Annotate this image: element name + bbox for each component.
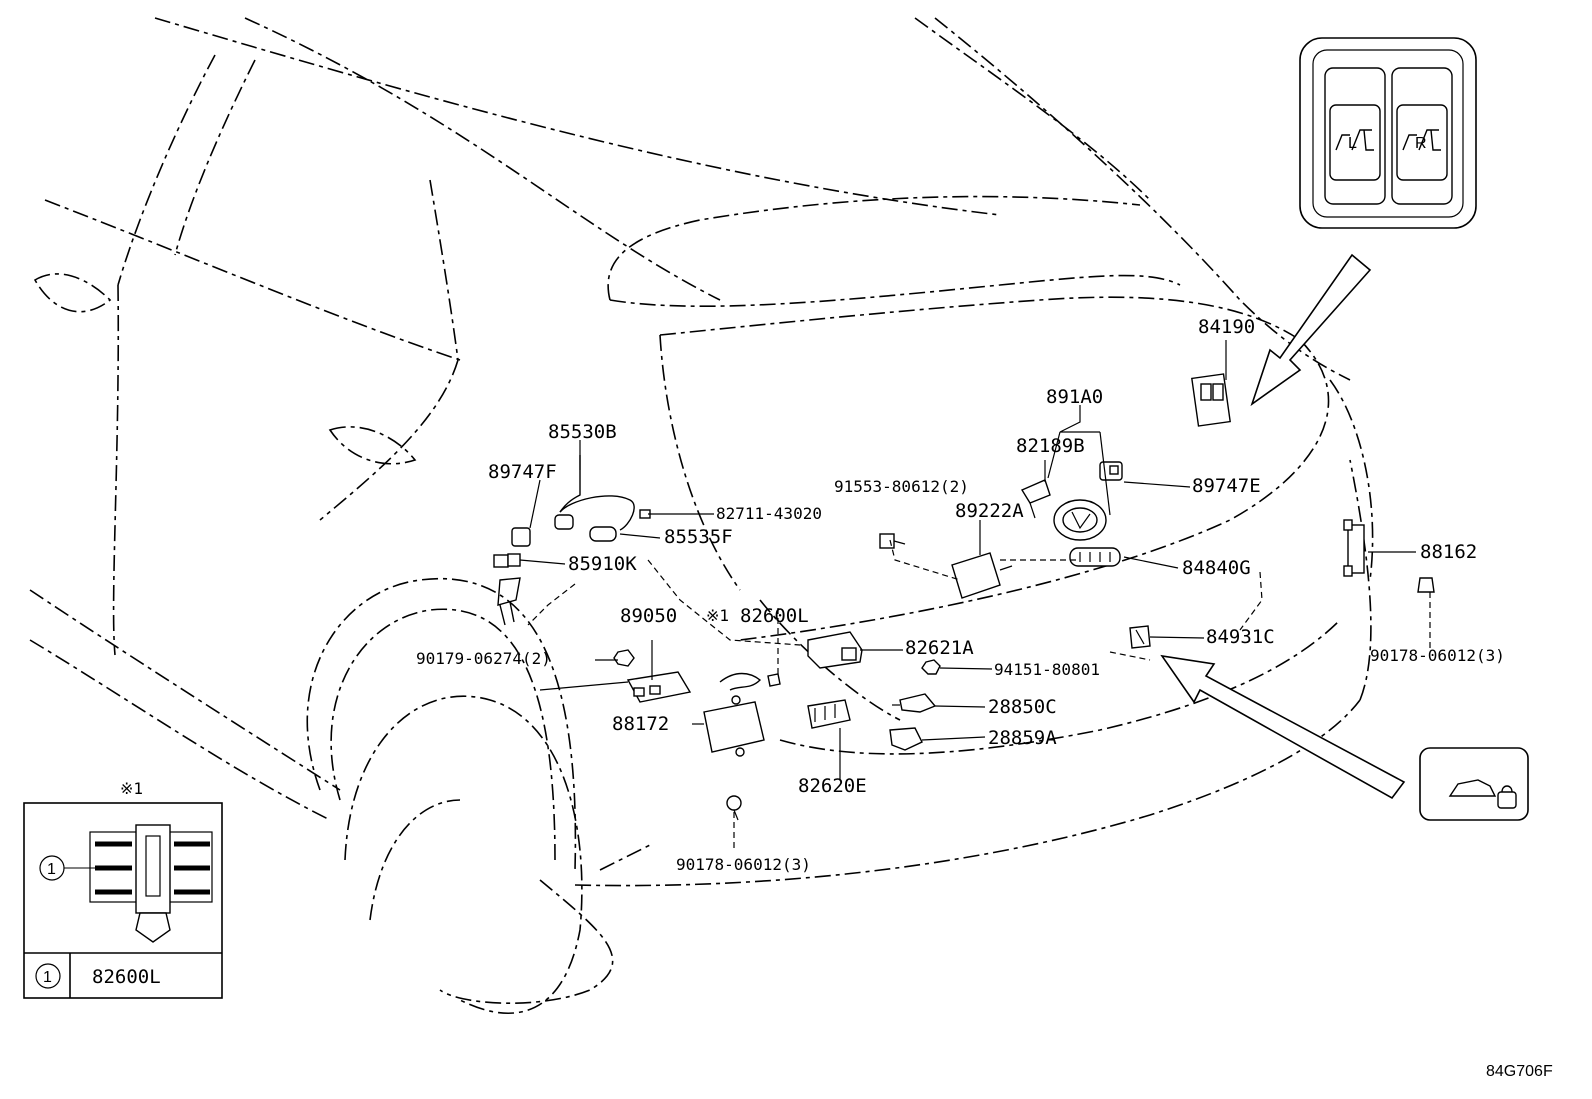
label-89050[interactable]: 89050: [620, 605, 677, 627]
label-85535F[interactable]: 85535F: [664, 526, 733, 548]
seat-fold-right-icon: [1402, 129, 1441, 151]
module-89222A-glyph[interactable]: [951, 552, 1013, 599]
bracket-82189B-glyph[interactable]: [1020, 479, 1051, 519]
label-89747E[interactable]: 89747E: [1192, 475, 1261, 497]
arrow-to-84931C-icon: [1160, 654, 1406, 800]
label-82621A[interactable]: 82621A: [905, 637, 974, 659]
clip-90178-right-glyph[interactable]: [1417, 577, 1435, 593]
clip-82600L-glyph[interactable]: [767, 673, 781, 687]
emblem-891A0-glyph[interactable]: [1053, 499, 1107, 541]
diagram-code: 84G706F: [1486, 1063, 1553, 1080]
lock-icon: [1497, 791, 1517, 809]
clip-pin-icon: [135, 912, 171, 943]
label-88172[interactable]: 88172: [612, 713, 669, 735]
seat-fold-left-icon: [1335, 129, 1374, 151]
left-switch-button[interactable]: [1329, 104, 1381, 181]
block-82620E-glyph[interactable]: [807, 699, 851, 729]
clip-legend-number: 1: [43, 969, 52, 986]
car-silhouette-icon: [1448, 779, 1497, 797]
label-28850C[interactable]: 28850C: [988, 696, 1057, 718]
clip-inset-marker: ※1: [120, 779, 143, 798]
switch-84931C-glyph[interactable]: [1129, 625, 1151, 649]
right-switch-mark: R: [1415, 135, 1427, 152]
connector-89747E-glyph[interactable]: [1099, 461, 1123, 481]
label-84190[interactable]: 84190: [1198, 316, 1255, 338]
label-91553-80612[interactable]: 91553-80612(2): [834, 477, 969, 496]
arrow-to-switch-icon: [1250, 253, 1372, 407]
sensor-28850C-glyph[interactable]: [892, 693, 937, 713]
switch-84190-glyph[interactable]: [1191, 373, 1231, 427]
lamp-84840G-glyph[interactable]: [1069, 547, 1121, 567]
label-85530B[interactable]: 85530B: [548, 421, 617, 443]
left-switch-mark: L: [1348, 135, 1357, 152]
label-94151-80801[interactable]: 94151-80801: [994, 660, 1100, 679]
label-89747F[interactable]: 89747F: [488, 461, 557, 483]
label-90178-06012-bottom[interactable]: 90178-06012(3): [676, 855, 811, 874]
clip-90178-bottom-glyph[interactable]: [726, 795, 742, 821]
switch-inset: L R: [1299, 37, 1477, 229]
label-90179-06274[interactable]: 90179-06274(2): [416, 649, 551, 668]
bracket-28859A-glyph[interactable]: [889, 727, 923, 751]
part-glyphs: [493, 373, 1435, 821]
vehicle-outline: [29, 17, 1374, 1014]
module-88172-glyph[interactable]: [703, 695, 765, 757]
label-82711-43020[interactable]: 82711-43020: [716, 504, 822, 523]
harness-wire: [719, 672, 762, 691]
connector-89747F-glyph[interactable]: [511, 527, 531, 547]
clip-hatching: [95, 841, 210, 895]
nut-94151-glyph[interactable]: [921, 659, 941, 675]
bolt-91553-glyph[interactable]: [879, 533, 906, 549]
nut-90179-glyph[interactable]: [613, 649, 635, 667]
label-891A0[interactable]: 891A0: [1046, 386, 1103, 408]
clip-85910K-glyph[interactable]: [493, 553, 521, 626]
leader-lines: [519, 340, 1431, 852]
clip-callout-number: 1: [47, 861, 56, 878]
label-82620E[interactable]: 82620E: [798, 775, 867, 797]
label-82600L-marker: ※1: [706, 606, 729, 625]
vehicle-icon-inset: [1419, 747, 1529, 821]
sensor-88162-glyph[interactable]: [1343, 519, 1365, 577]
connector-82621A-glyph[interactable]: [807, 631, 863, 669]
label-85910K[interactable]: 85910K: [568, 553, 637, 575]
label-84931C[interactable]: 84931C: [1206, 626, 1275, 648]
label-82189B[interactable]: 82189B: [1016, 435, 1085, 457]
label-90178-06012-right[interactable]: 90178-06012(3): [1370, 646, 1505, 665]
harness-85530B-glyph[interactable]: [554, 455, 635, 542]
clip-inset: ※1 1 1 82600L: [23, 779, 223, 999]
label-82600L[interactable]: 82600L: [740, 605, 809, 627]
part-labels: 84190 891A0 82189B 89747E 91553-80612(2)…: [416, 316, 1505, 874]
label-84840G[interactable]: 84840G: [1182, 557, 1251, 579]
module-89050-glyph[interactable]: [626, 671, 692, 703]
label-88162[interactable]: 88162: [1420, 541, 1477, 563]
right-switch-button[interactable]: [1396, 104, 1448, 181]
label-89222A[interactable]: 89222A: [955, 500, 1024, 522]
clip-legend-part: 82600L: [92, 966, 161, 988]
label-28859A[interactable]: 28859A: [988, 727, 1057, 749]
